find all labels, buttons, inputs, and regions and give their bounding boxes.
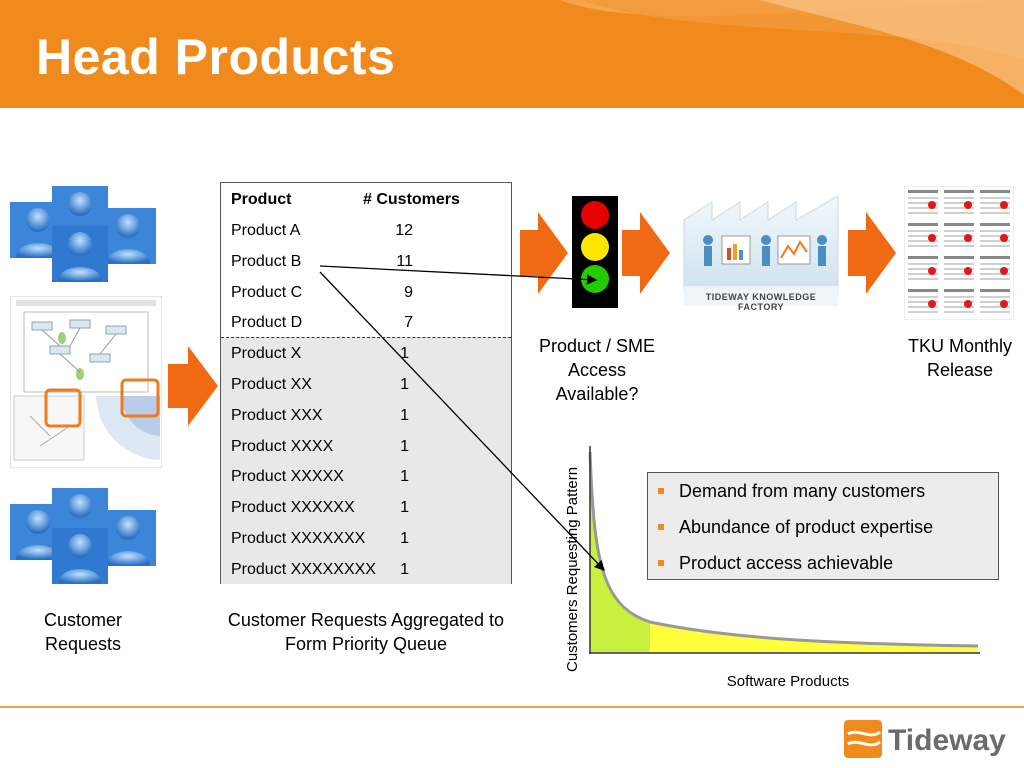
product-name: Product XXXXXX: [231, 499, 355, 517]
customers-group-icon: [10, 186, 156, 282]
table-row: Product C 9: [231, 284, 501, 304]
factory-label: TIDEWAY KNOWLEDGE FACTORY: [705, 292, 817, 312]
table-row: Product XXXXXXXX 1: [231, 561, 501, 581]
product-name: Product XXXX: [231, 437, 334, 455]
workflow-diagram-thumbnail: [10, 296, 162, 468]
calendar-icon: [904, 186, 1014, 320]
long-tail-chart: Customers Requesting Pattern Software Pr…: [564, 446, 980, 690]
customer-count: 7: [404, 314, 413, 332]
product-name: Product XXXXXXX: [231, 530, 366, 547]
chart-x-label: Software Products: [727, 673, 850, 690]
tideway-logo-text: Tideway: [888, 724, 1006, 757]
customer-count: 1: [400, 376, 409, 393]
flow-arrow-icon: [622, 212, 670, 294]
bullet-square-icon: [658, 524, 664, 530]
customer-count: 1: [400, 530, 409, 547]
header-swoosh: [560, 0, 1024, 108]
tideway-logo: Tideway: [844, 720, 1006, 758]
flow-arrow-icon: [848, 212, 896, 294]
product-name: Product A: [231, 222, 301, 239]
header-banner: Head Products: [0, 0, 1024, 108]
table-row: Product XXXXXX 1: [231, 499, 501, 519]
customer-count: 1: [400, 468, 409, 486]
table-row: Product XXXXXXX 1: [231, 530, 501, 550]
knowledge-factory-icon: [683, 196, 839, 306]
table-row: Product XXX 1: [231, 407, 501, 427]
bullet-square-icon: [658, 560, 664, 566]
product-name: Product XXXXXXXX: [231, 560, 376, 578]
product-name: Product X: [231, 345, 302, 363]
product-name: Product XXX: [231, 406, 323, 424]
table-row: Product X 1: [231, 345, 501, 365]
caption-sme-access: Product / SME Access Available?: [538, 336, 656, 404]
caption-customer-requests: Customer Requests: [43, 610, 123, 654]
product-name: Product XXXXX: [231, 468, 344, 486]
footer-divider: [0, 706, 1024, 708]
column-header-product: Product: [231, 191, 292, 208]
customers-group-icon: [10, 488, 156, 584]
customer-count: 12: [395, 222, 413, 239]
customer-count: 1: [400, 437, 409, 455]
bullet-square-icon: [658, 488, 664, 494]
key-points-box: Demand from many customers Abundance of …: [647, 472, 999, 580]
customer-count: 1: [400, 560, 409, 578]
product-name: Product B: [231, 252, 302, 270]
customer-count: 1: [400, 345, 409, 363]
product-name: Product D: [231, 314, 303, 332]
table-header-row: Product # Customers: [231, 191, 501, 211]
table-row: Product B 11: [231, 253, 501, 273]
flow-arrow-icon: [520, 212, 568, 294]
product-name: Product C: [231, 283, 303, 301]
customer-count: 9: [404, 283, 413, 301]
customer-count: 1: [400, 499, 409, 517]
customer-count: 1: [400, 406, 409, 424]
customer-count: 11: [396, 252, 413, 270]
flow-arrow-icon: [168, 346, 218, 426]
column-header-customers: # Customers: [363, 191, 460, 208]
page-title: Head Products: [36, 29, 396, 85]
product-name: Product XX: [231, 376, 312, 393]
table-row: Product XX 1: [231, 376, 501, 396]
table-row: Product D 7: [231, 314, 501, 334]
chart-tail-area: [650, 622, 978, 652]
chart-y-label: Customers Requesting Pattern: [564, 467, 581, 672]
table-row: Product XXXX 1: [231, 438, 501, 458]
tideway-logo-icon: [844, 720, 882, 758]
table-row: Product XXXXX 1: [231, 468, 501, 488]
traffic-light-icon: [572, 196, 618, 308]
caption-aggregated-queue: Customer Requests Aggregated to Form Pri…: [227, 610, 505, 654]
chart-head-area: [590, 452, 650, 652]
table-row: Product A 12: [231, 222, 501, 242]
caption-tku-release: TKU Monthly Release: [907, 336, 1013, 380]
